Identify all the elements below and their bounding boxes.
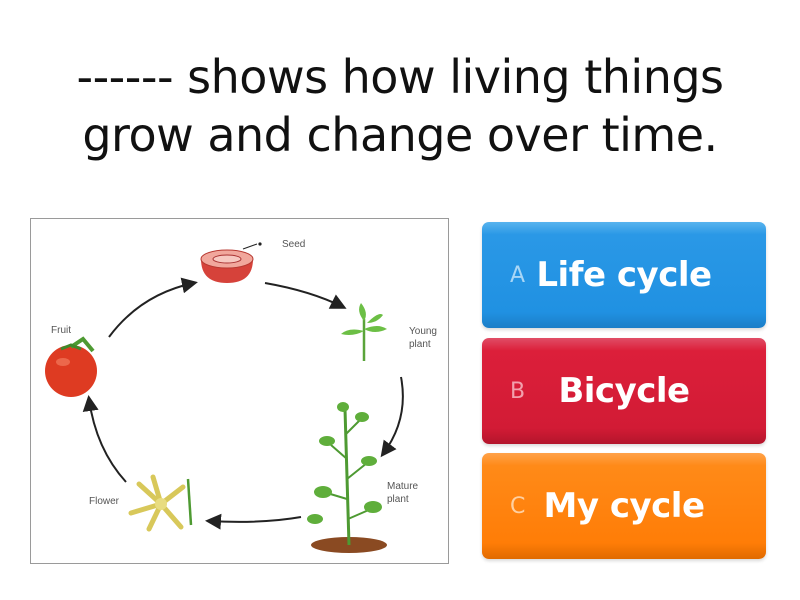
svg-text:Flower: Flower — [89, 496, 120, 507]
answer-letter-a: A — [510, 262, 526, 288]
fruit-tomato-icon — [45, 336, 97, 397]
question-text: ------ shows how living things grow and … — [0, 48, 800, 164]
answer-option-c[interactable]: C My cycle — [482, 453, 766, 559]
flower-icon — [128, 474, 193, 532]
life-cycle-diagram: Seed Young plant Mature plant — [30, 218, 449, 564]
svg-text:Seed: Seed — [282, 239, 305, 250]
svg-text:Young: Young — [409, 326, 437, 337]
young-plant-icon — [341, 303, 387, 361]
svg-text:Fruit: Fruit — [51, 325, 71, 336]
question-line-2: grow and change over time. — [82, 108, 718, 162]
arrow-mature-to-flower — [205, 513, 302, 530]
answer-text-a: Life cycle — [536, 255, 712, 295]
svg-text:Mature: Mature — [387, 481, 419, 492]
answer-letter-c: C — [510, 493, 526, 519]
arrow-young-to-mature — [380, 376, 404, 458]
arrow-flower-to-fruit — [82, 395, 127, 483]
seed-tomato-half-icon — [200, 242, 262, 283]
answer-option-a[interactable]: A Life cycle — [482, 222, 766, 328]
answer-text-c: My cycle — [543, 486, 705, 526]
life-cycle-illustration: Seed Young plant Mature plant — [45, 239, 437, 553]
mature-plant-icon — [307, 402, 387, 553]
arrow-fruit-to-seed — [108, 277, 198, 338]
svg-text:plant: plant — [387, 494, 409, 505]
answer-option-b[interactable]: B Bicycle — [482, 338, 766, 444]
question-line-1: ------ shows how living things — [76, 50, 724, 104]
arrow-seed-to-young — [264, 282, 347, 309]
answer-text-b: Bicycle — [558, 371, 690, 411]
svg-text:plant: plant — [409, 339, 431, 350]
answer-letter-b: B — [510, 378, 526, 404]
